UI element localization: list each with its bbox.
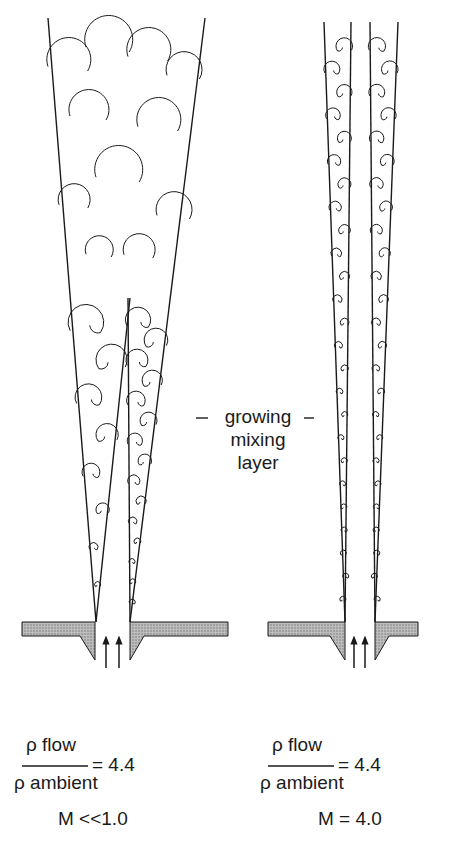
mach-number: M = 4.0	[318, 808, 382, 831]
density-denominator: ρ ambient	[260, 772, 344, 795]
density-ratio: = 4.4	[338, 754, 381, 777]
density-numerator: ρ flow	[26, 734, 76, 757]
mixing-layer-edge	[48, 18, 398, 622]
density-ratio: = 4.4	[92, 754, 135, 777]
flow-arrow	[106, 640, 365, 668]
turbulent-eddies	[47, 15, 398, 603]
mach-number: M <<1.0	[58, 808, 128, 831]
density-denominator: ρ ambient	[14, 772, 98, 795]
callout-label: growing mixing layer	[212, 406, 304, 474]
density-numerator: ρ flow	[272, 734, 322, 757]
nozzle-wall	[22, 622, 418, 660]
fraction-bar	[22, 765, 334, 766]
